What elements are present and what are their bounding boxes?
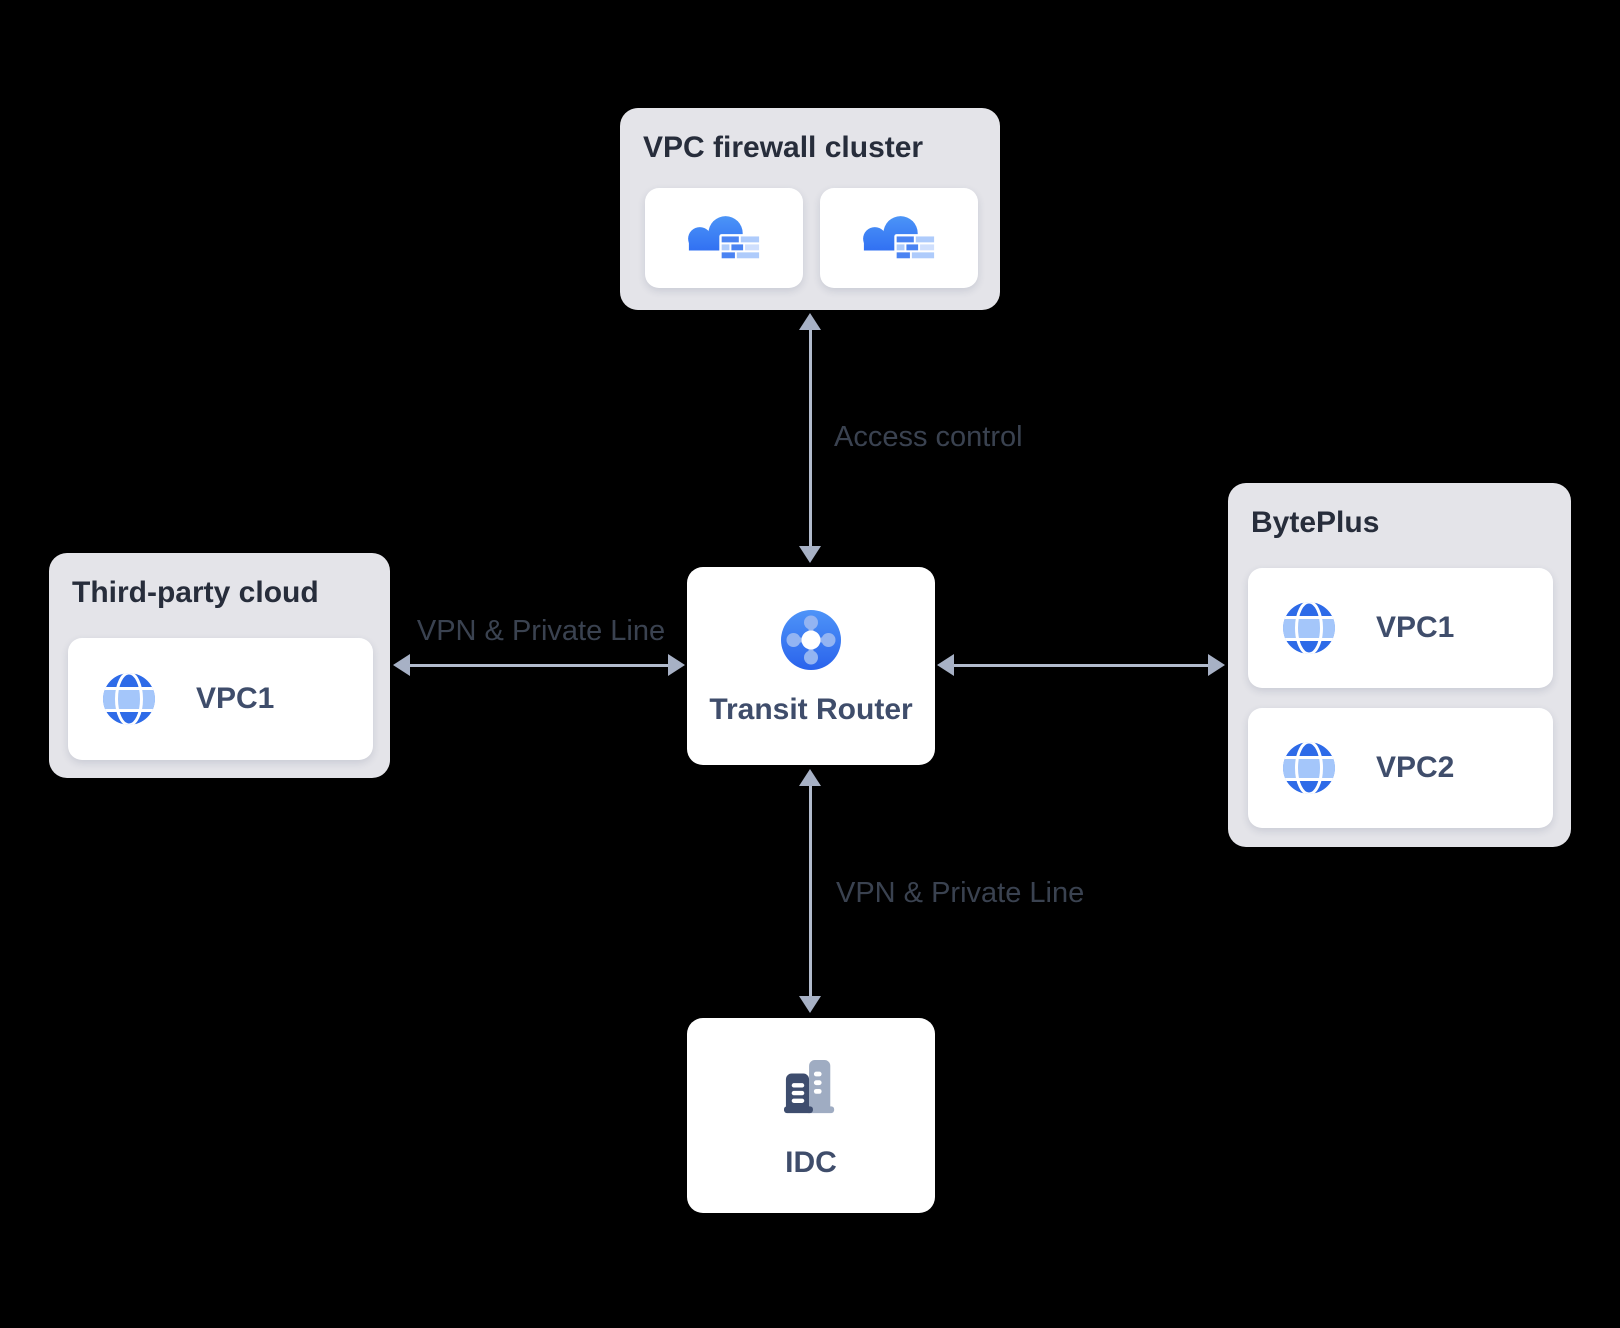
vpc-card: VPC1 bbox=[1248, 568, 1553, 688]
arrowhead-down-icon bbox=[799, 546, 821, 563]
byteplus-panel: BytePlus VPC1 VPC2 bbox=[1228, 483, 1571, 847]
edge-label-vpn-private-line-bottom: VPN & Private Line bbox=[836, 877, 1085, 909]
transit-router-node: Transit Router bbox=[687, 567, 935, 765]
vpc-card: VPC2 bbox=[1248, 708, 1553, 828]
datacenter-icon bbox=[784, 1060, 835, 1114]
arrowhead-up-icon bbox=[799, 313, 821, 330]
idc-label: IDC bbox=[785, 1146, 837, 1179]
globe-icon bbox=[98, 668, 160, 730]
arrowhead-left-icon bbox=[393, 654, 410, 676]
globe-icon bbox=[1278, 597, 1340, 659]
transit-router-icon bbox=[781, 610, 841, 670]
edge-label-vpn-private-line-left: VPN & Private Line bbox=[416, 615, 666, 647]
idc-node: IDC bbox=[687, 1018, 935, 1213]
byteplus-arrow bbox=[937, 654, 1225, 676]
arrowhead-up-icon bbox=[799, 769, 821, 786]
edge-label-access-control: Access control bbox=[834, 421, 1023, 453]
vpc-label: VPC1 bbox=[196, 682, 275, 715]
transit-router-label: Transit Router bbox=[709, 693, 913, 726]
third-party-cloud-panel: Third-party cloud VPC1 bbox=[49, 553, 390, 778]
arrowhead-right-icon bbox=[668, 654, 685, 676]
vpc-firewall-cluster-panel: VPC firewall cluster bbox=[620, 108, 1000, 310]
panel-title: BytePlus bbox=[1251, 506, 1380, 539]
vpn-private-line-bottom-arrow bbox=[799, 769, 821, 1013]
panel-title: Third-party cloud bbox=[72, 576, 319, 609]
vpc-card: VPC1 bbox=[68, 638, 373, 760]
arrowhead-right-icon bbox=[1208, 654, 1225, 676]
cloud-firewall-icon bbox=[688, 216, 762, 261]
vpc-label: VPC2 bbox=[1376, 751, 1455, 784]
vpn-private-line-left-arrow bbox=[393, 654, 685, 676]
cloud-firewall-icon bbox=[863, 216, 937, 261]
firewall-instance-card bbox=[645, 188, 803, 288]
arrowhead-left-icon bbox=[937, 654, 954, 676]
arrowhead-down-icon bbox=[799, 996, 821, 1013]
firewall-instance-card bbox=[820, 188, 978, 288]
globe-icon bbox=[1278, 737, 1340, 799]
access-control-arrow bbox=[799, 313, 821, 563]
vpc-label: VPC1 bbox=[1376, 611, 1455, 644]
panel-title: VPC firewall cluster bbox=[643, 131, 924, 164]
